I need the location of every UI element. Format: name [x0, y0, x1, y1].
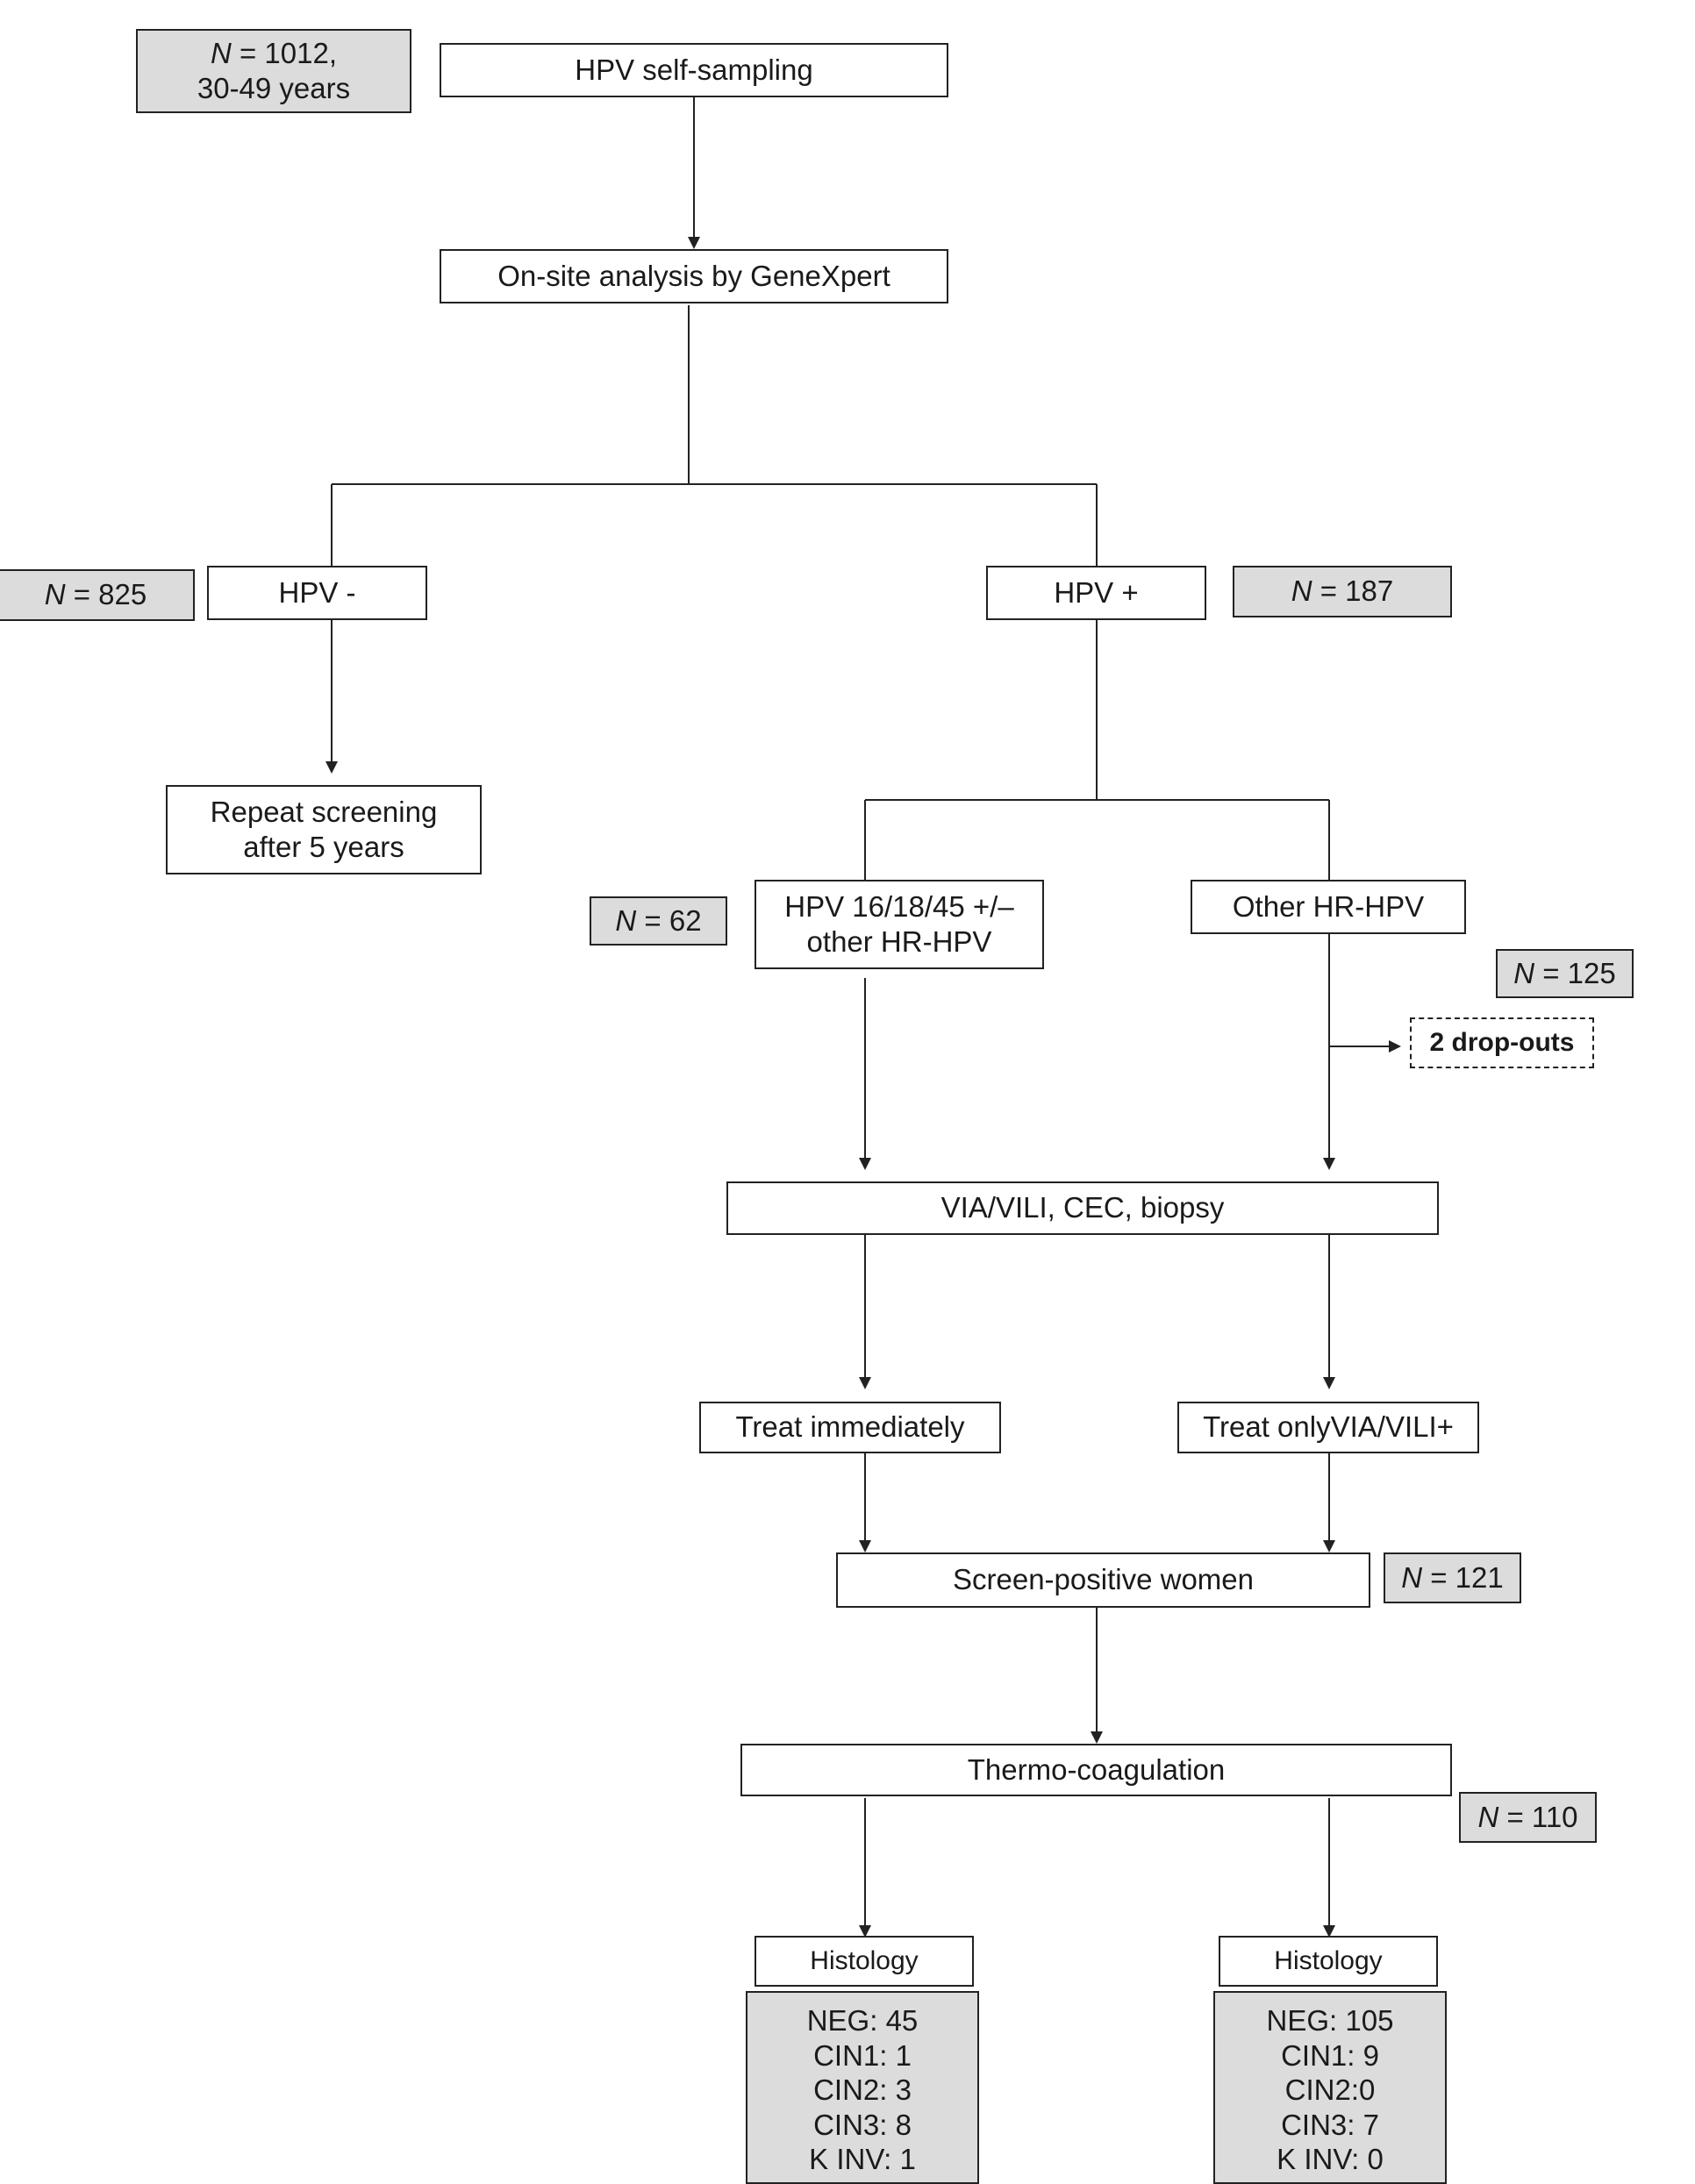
histology-right-label: Histology — [1274, 1945, 1383, 1975]
histology-right-results: NEG: 105 CIN1: 9 CIN2:0 CIN3: 7 K INV: 0 — [1213, 1991, 1447, 2184]
n-variable: N — [44, 578, 66, 611]
hpv-self-sampling-label: HPV self-sampling — [575, 53, 813, 86]
treat-only-label: Treat onlyVIA/VILI+ — [1203, 1410, 1454, 1444]
histology-right-cin3: CIN3: 7 — [1281, 2108, 1379, 2141]
other-hr-hpv-label: Other HR-HPV — [1232, 889, 1425, 923]
n-variable: N — [1401, 1560, 1423, 1594]
histology-right-node: Histology — [1219, 1936, 1438, 1987]
histology-left-cin3: CIN3: 8 — [813, 2108, 912, 2141]
n-variable: N — [1513, 956, 1535, 989]
thermo-coagulation-node: Thermo-coagulation — [740, 1744, 1452, 1796]
histology-left-results: NEG: 45 CIN1: 1 CIN2: 3 CIN3: 8 K INV: 1 — [746, 1991, 979, 2184]
hpv161845-count-box: N = 62 — [590, 896, 727, 946]
via-vili-node: VIA/VILI, CEC, biopsy — [726, 1181, 1439, 1235]
hpv161845-line1: HPV 16/18/45 +/– — [784, 889, 1014, 923]
thermo-count: = 110 — [1498, 1800, 1578, 1833]
histology-right-kinv: K INV: 0 — [1277, 2143, 1384, 2175]
age-range-label: 30-49 years — [197, 72, 351, 104]
hpv-positive-count: = 187 — [1312, 575, 1394, 608]
thermo-coagulation-label: Thermo-coagulation — [967, 1752, 1226, 1786]
hpv-positive-label: HPV + — [1054, 575, 1139, 609]
treat-immediately-label: Treat immediately — [735, 1410, 965, 1444]
hpv-positive-node: HPV + — [986, 566, 1206, 620]
via-vili-label: VIA/VILI, CEC, biopsy — [940, 1191, 1225, 1224]
n-variable: N — [1291, 575, 1312, 608]
histology-left-cin1: CIN1: 1 — [813, 2038, 912, 2072]
n-variable: N — [615, 903, 637, 937]
histology-left-neg: NEG: 45 — [806, 2004, 919, 2037]
hpv-negative-count-box: N = 825 — [0, 569, 195, 621]
histology-right-cin2: CIN2:0 — [1284, 2073, 1376, 2106]
onsite-analysis-label: On-site analysis by GeneXpert — [497, 259, 890, 292]
treat-only-node: Treat onlyVIA/VILI+ — [1177, 1402, 1479, 1453]
hpv-negative-count: = 825 — [65, 578, 147, 611]
screen-positive-label: Screen-positive women — [953, 1563, 1254, 1596]
hpv-positive-count-box: N = 187 — [1233, 566, 1452, 617]
screen-positive-count-box: N = 121 — [1384, 1552, 1521, 1603]
repeat-screening-line2: after 5 years — [243, 831, 404, 863]
n-variable: N — [210, 36, 232, 69]
total-count-label: = 1012, — [231, 36, 338, 69]
histology-right-neg: NEG: 105 — [1266, 2004, 1394, 2037]
histology-left-label: Histology — [810, 1945, 919, 1975]
screen-positive-count: = 121 — [1422, 1560, 1504, 1594]
total-count-box: N = 1012, 30-49 years — [136, 29, 411, 113]
screen-positive-node: Screen-positive women — [836, 1552, 1370, 1608]
hpv161845-node: HPV 16/18/45 +/– other HR-HPV — [755, 880, 1044, 969]
other-hr-hpv-node: Other HR-HPV — [1191, 880, 1466, 934]
n-variable: N — [1477, 1800, 1499, 1833]
other-hr-count-box: N = 125 — [1496, 949, 1634, 998]
treat-immediately-node: Treat immediately — [699, 1402, 1001, 1453]
histology-left-node: Histology — [755, 1936, 974, 1987]
thermo-count-box: N = 110 — [1459, 1792, 1597, 1843]
hpv161845-line2: other HR-HPV — [806, 925, 992, 958]
hpv-self-sampling-node: HPV self-sampling — [440, 43, 948, 97]
dropouts-node: 2 drop-outs — [1410, 1017, 1594, 1068]
hpv161845-count: = 62 — [636, 903, 702, 937]
hpv-negative-node: HPV - — [207, 566, 427, 620]
other-hr-count: = 125 — [1534, 956, 1616, 989]
hpv-negative-label: HPV - — [278, 575, 356, 609]
dropouts-label: 2 drop-outs — [1429, 1027, 1575, 1057]
histology-left-cin2: CIN2: 3 — [813, 2073, 912, 2106]
repeat-screening-line1: Repeat screening — [210, 795, 438, 828]
repeat-screening-node: Repeat screening after 5 years — [166, 785, 482, 874]
histology-left-kinv: K INV: 1 — [809, 2143, 916, 2175]
onsite-analysis-node: On-site analysis by GeneXpert — [440, 249, 948, 303]
histology-right-cin1: CIN1: 9 — [1281, 2038, 1379, 2072]
